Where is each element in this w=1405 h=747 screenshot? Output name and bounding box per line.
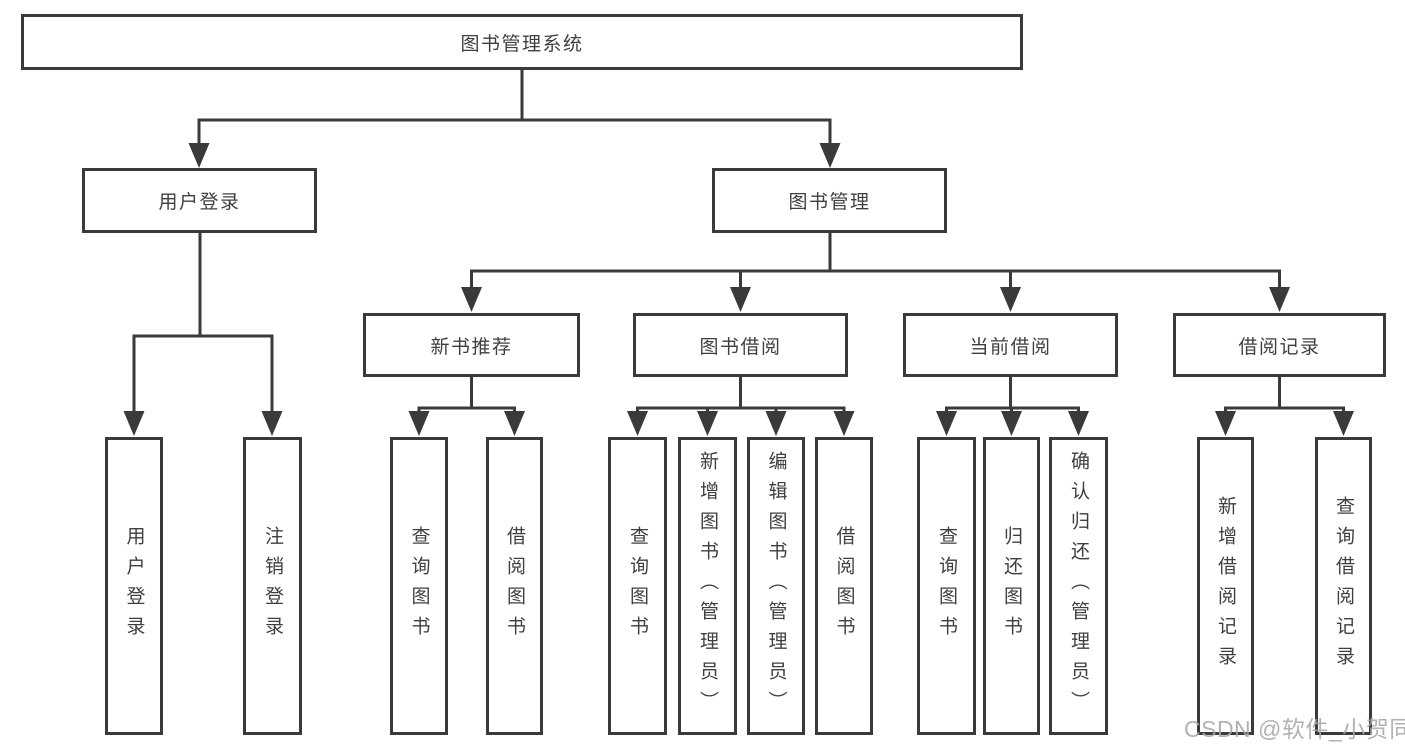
leaf-edit-book-admin: 编辑图书（管理员） [747,437,805,735]
arrow-down-icon [627,411,648,436]
arrow-down-icon [730,287,751,312]
arrow-down-icon [819,143,841,168]
node-label: 图书管理系统 [460,33,584,55]
node-new-book-recommend: 新书推荐 [363,313,580,377]
arrow-down-icon [1333,411,1354,436]
arrow-down-icon [936,411,957,436]
connector-book-borrow-to-leaves [636,375,846,423]
leaf-user-login: 用户登录 [105,437,163,735]
leaf-query-books-recommend: 查询图书 [390,437,448,735]
arrow-down-icon [1215,411,1236,436]
node-label: 当前借阅 [969,336,1052,358]
node-label: 图书管理 [788,192,871,213]
node-label: 新书推荐 [430,336,513,358]
node-label: 新增图书（管理员） [697,451,718,721]
leaf-query-books-current: 查询图书 [917,437,976,735]
connector-records-to-leaves [1224,375,1345,423]
node-book-management: 图书管理 [712,168,947,233]
arrow-down-icon [1000,287,1021,312]
node-label: 查询图书 [408,526,430,646]
arrow-down-icon [461,287,482,312]
node-label: 借阅图书 [504,526,525,646]
leaf-borrow-books-recommend: 借阅图书 [486,437,543,735]
node-label: 查询图书 [936,526,957,646]
leaf-query-borrow-record: 查询借阅记录 [1315,437,1372,735]
arrow-down-icon [188,143,210,168]
node-book-borrow: 图书借阅 [633,313,848,377]
node-user-login: 用户登录 [82,168,317,233]
connector-root-to-level2 [197,66,832,155]
leaf-add-borrow-record: 新增借阅记录 [1197,437,1254,735]
arrow-down-icon [697,411,718,436]
leaf-return-book: 归还图书 [983,437,1040,735]
arrow-down-icon [1068,411,1089,436]
node-borrow-records: 借阅记录 [1173,313,1386,377]
leaf-query-books-borrow: 查询图书 [608,437,667,735]
connector-new-book-to-leaves [417,375,516,423]
arrow-down-icon [765,411,787,436]
node-root-system: 图书管理系统 [21,14,1023,70]
arrow-down-icon [123,411,145,436]
node-label: 注销登录 [262,526,283,646]
node-label: 新增借阅记录 [1215,496,1236,676]
connector-book-management-to-level3 [470,231,1281,299]
arrow-down-icon [833,411,855,436]
node-label: 确认归还（管理员） [1068,451,1089,721]
node-current-borrow: 当前借阅 [903,313,1118,377]
node-label: 用户登录 [123,526,145,646]
arrow-down-icon [1269,287,1290,312]
arrowheads [123,143,1354,436]
node-label: 用户登录 [158,192,241,213]
leaf-confirm-return-admin: 确认归还（管理员） [1049,437,1108,735]
node-label: 归还图书 [1001,526,1022,646]
node-label: 借阅记录 [1238,336,1321,358]
node-label: 图书借阅 [699,336,782,358]
connector-user-login-to-leaves [132,231,274,423]
node-label: 编辑图书（管理员） [765,451,787,721]
arrow-down-icon [504,411,525,436]
node-label: 查询图书 [627,526,648,646]
leaf-logout: 注销登录 [243,437,302,735]
leaf-add-book-admin: 新增图书（管理员） [678,437,737,735]
arrow-down-icon [408,411,430,436]
csdn-watermark: CSDN @软件_小贺同学 [1184,716,1405,742]
leaf-borrow-books: 借阅图书 [815,437,873,735]
node-label: 借阅图书 [833,526,855,646]
node-label: 查询借阅记录 [1333,496,1354,676]
arrow-down-icon [1001,411,1022,436]
arrow-down-icon [261,411,283,436]
